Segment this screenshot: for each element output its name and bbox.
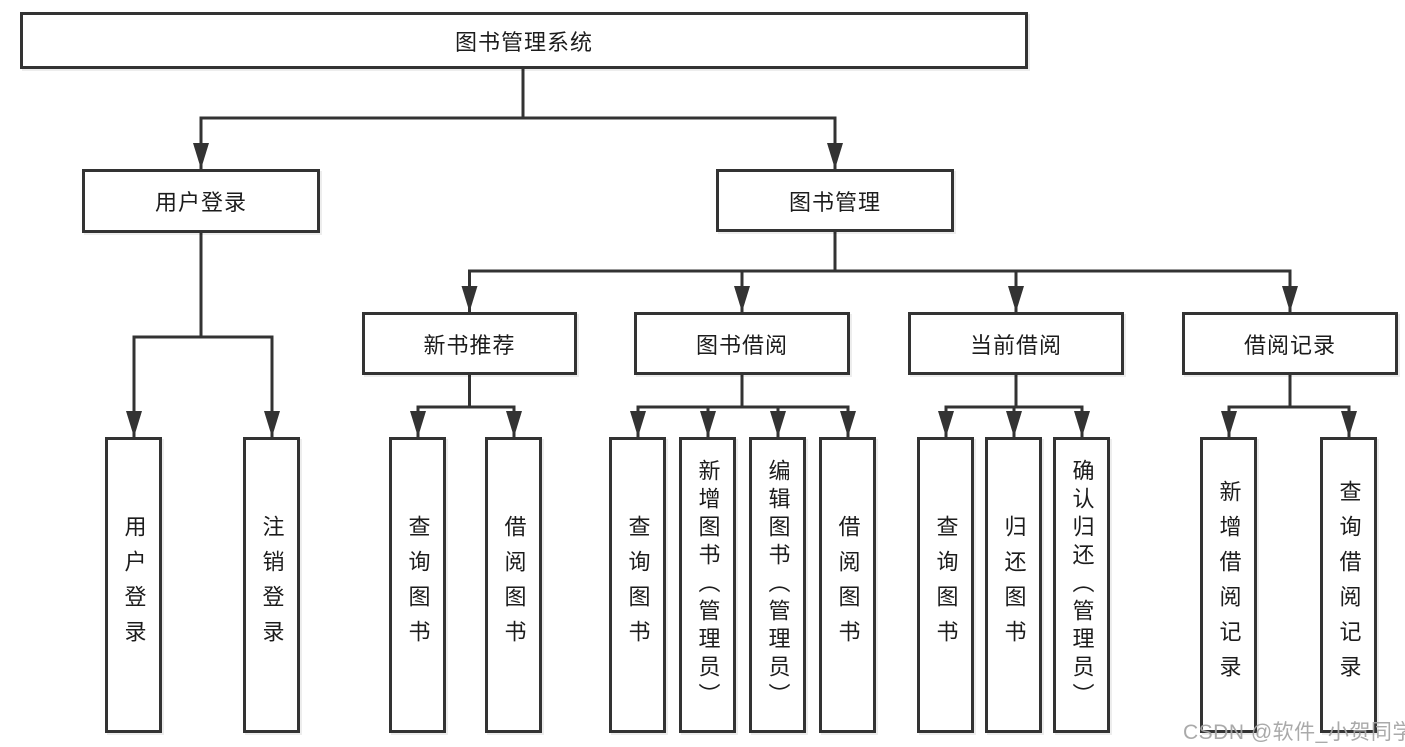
node-book-borrow: 图书借阅 <box>634 312 850 375</box>
node-user-login-branch: 用户登录 <box>82 169 320 233</box>
connector-rails <box>132 69 1351 409</box>
leaf-nbr-query-books: 查询图书 <box>389 437 446 733</box>
leaf-bb-add-books-admin: 新增图书（管理员） <box>679 437 736 733</box>
node-book-management-branch: 图书管理 <box>716 169 954 232</box>
node-root-system: 图书管理系统 <box>20 12 1028 69</box>
connector-arrows <box>126 118 1357 437</box>
node-new-book-recommend: 新书推荐 <box>362 312 577 375</box>
leaf-br-query-record: 查询借阅记录 <box>1320 437 1377 733</box>
leaf-bb-borrow-books: 借阅图书 <box>819 437 876 733</box>
node-borrow-records: 借阅记录 <box>1182 312 1398 375</box>
leaf-nbr-borrow-books: 借阅图书 <box>485 437 542 733</box>
leaf-bb-query-books: 查询图书 <box>609 437 666 733</box>
leaf-logout: 注销登录 <box>243 437 300 733</box>
leaf-br-add-record: 新增借阅记录 <box>1200 437 1257 733</box>
leaf-cb-confirm-return-admin: 确认归还（管理员） <box>1053 437 1110 733</box>
leaf-bb-edit-books-admin: 编辑图书（管理员） <box>749 437 806 733</box>
leaf-user-login: 用户登录 <box>105 437 162 733</box>
csdn-watermark: CSDN @软件_小贺同学 <box>1183 721 1405 744</box>
leaf-cb-query-books: 查询图书 <box>917 437 974 733</box>
leaf-cb-return-books: 归还图书 <box>985 437 1042 733</box>
node-current-borrow: 当前借阅 <box>908 312 1124 375</box>
